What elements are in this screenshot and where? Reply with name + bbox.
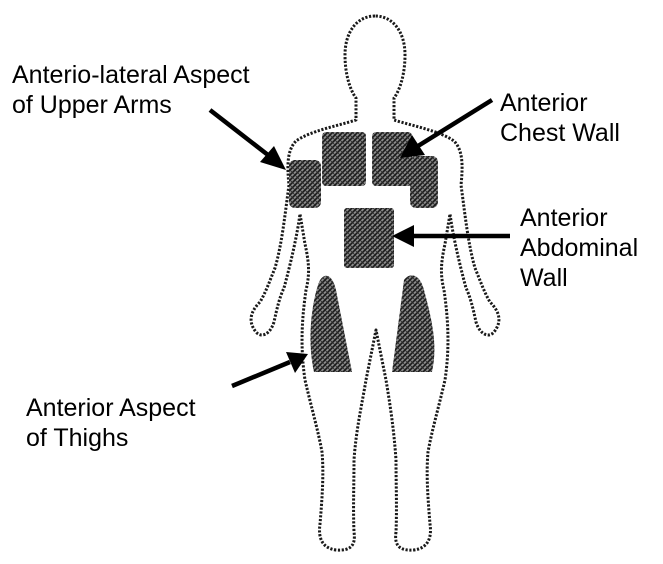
arrow-chest: [400, 100, 492, 158]
label-chest-line1: Anterior: [500, 88, 620, 118]
label-thighs-line1: Anterior Aspect: [26, 393, 196, 423]
thigh-regions: [311, 275, 435, 372]
label-thighs-line2: of Thighs: [26, 423, 196, 453]
label-abdomen-line2: Abdominal: [520, 233, 638, 263]
label-upper-arms: Anterio-lateral Aspect of Upper Arms: [12, 60, 250, 120]
label-upper-arms-line1: Anterio-lateral Aspect: [12, 60, 250, 90]
body-outline: [251, 16, 499, 550]
chest-region: [322, 132, 412, 186]
label-thighs: Anterior Aspect of Thighs: [26, 393, 196, 453]
label-chest-line2: Chest Wall: [500, 118, 620, 148]
label-abdomen-line1: Anterior: [520, 203, 638, 233]
label-chest: Anterior Chest Wall: [500, 88, 620, 148]
label-abdomen-line3: Wall: [520, 263, 638, 293]
arrow-thighs: [232, 352, 308, 386]
label-upper-arms-line2: of Upper Arms: [12, 90, 250, 120]
abdomen-region: [344, 208, 394, 268]
label-abdomen: Anterior Abdominal Wall: [520, 203, 638, 293]
